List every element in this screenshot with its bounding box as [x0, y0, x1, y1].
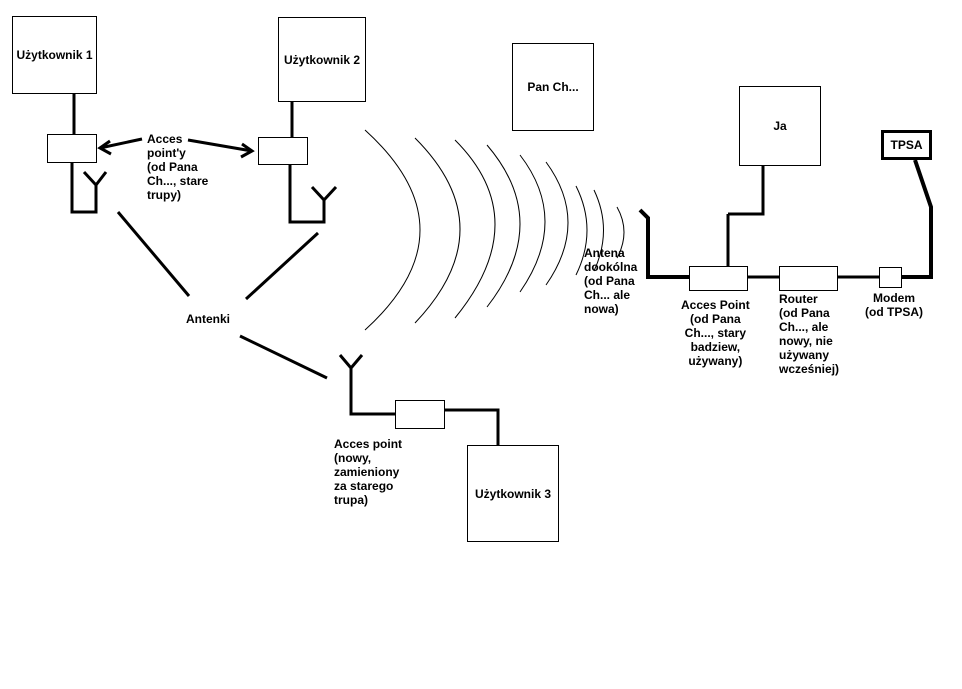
acces-point-new-label: Acces point (nowy, zamieniony za starego… [334, 437, 403, 507]
router-label: Router (od Pana Ch..., ale nowy, nie uży… [779, 292, 840, 376]
ap-right-label: Acces Point (od Pana Ch..., stary badzie… [681, 298, 750, 368]
user3-antenna-icon [338, 354, 353, 369]
ja-box: Ja [739, 86, 821, 166]
user2-antenna-cable [288, 165, 326, 224]
user3-antenna-icon [349, 354, 364, 369]
arrow-to-ap1 [99, 137, 143, 150]
modem-label: Modem (od TPSA) [865, 291, 923, 319]
router-box [779, 266, 838, 291]
ap1-box [47, 134, 97, 163]
user3-link [445, 408, 500, 445]
user2-antenna-icon [310, 185, 326, 202]
user1-box: Użytkownik 1 [12, 16, 97, 94]
user2-antenna-icon [322, 185, 338, 202]
user3-box: Użytkownik 3 [467, 445, 559, 542]
arrow-to-ap2 [187, 138, 253, 153]
antenki-pointer-3 [239, 334, 328, 380]
user2-box: Użytkownik 2 [278, 17, 366, 102]
ap-right-box [689, 266, 748, 291]
antena-label: Antena dookólna (od Pana Ch... ale nowa) [584, 246, 638, 316]
radio-waves [364, 129, 625, 331]
ja-link [728, 165, 765, 216]
arrow-head-right [240, 142, 255, 159]
antenki-label: Antenki [186, 312, 231, 326]
modem-box [879, 267, 902, 288]
user1-antenna-cable [70, 163, 98, 214]
ap2-box [258, 137, 308, 165]
user1-antenna-icon [94, 171, 108, 186]
omni-antenna-pole [638, 208, 690, 279]
modem-tpsa-link [902, 159, 933, 279]
ap3-box [395, 400, 445, 429]
user3-antenna-cable [349, 368, 395, 416]
tpsa-box: TPSA [881, 130, 932, 160]
pan-ch-box: Pan Ch... [512, 43, 594, 131]
acces-pointy-label: Acces point'y (od Pana Ch..., stare trup… [147, 132, 209, 202]
antenki-pointer-1 [116, 211, 191, 297]
arrow-head-left [97, 139, 112, 156]
antenki-pointer-2 [244, 231, 320, 301]
user1-antenna-icon [82, 170, 98, 187]
